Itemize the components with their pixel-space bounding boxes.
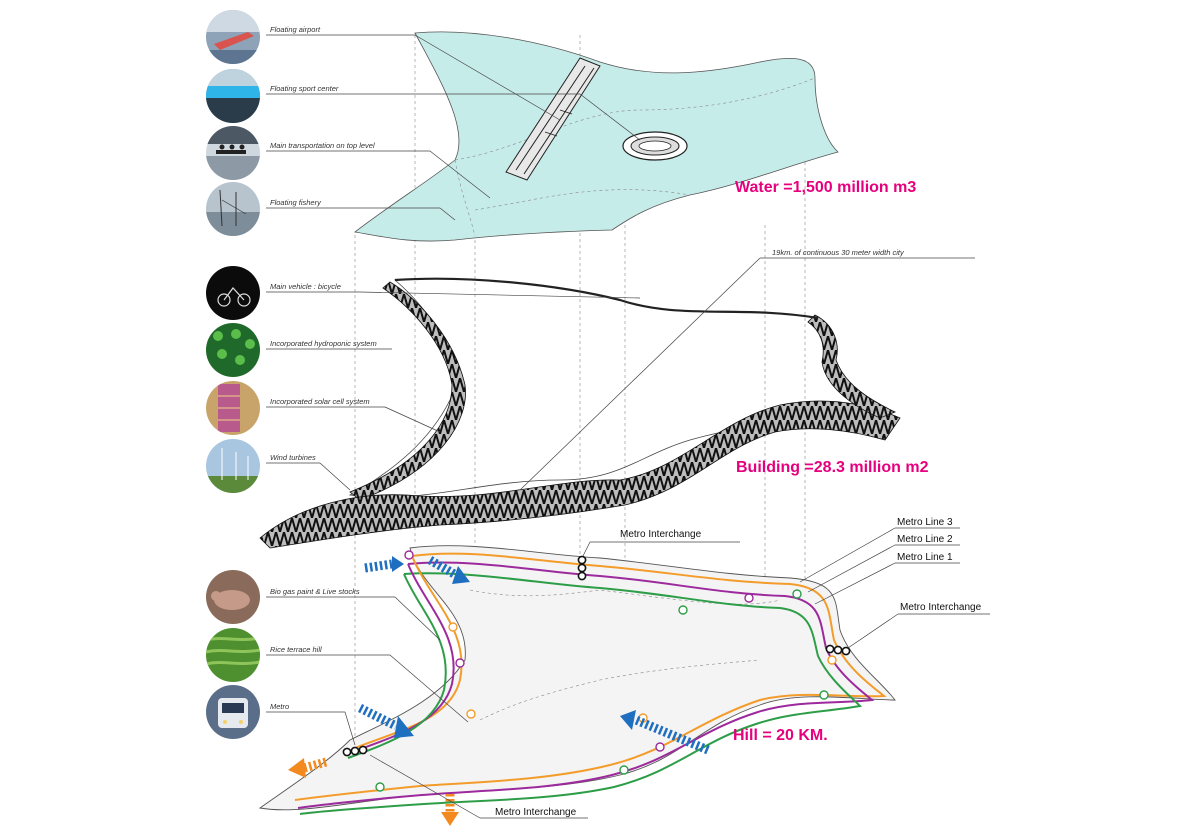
solar-cell-label: Incorporated solar cell system — [270, 397, 370, 406]
solar-cell-photo-icon — [206, 381, 260, 435]
rice-terrace-label: Rice terrace hill — [270, 645, 322, 654]
metro-line-legend: Metro Line 3 Metro Line 2 Metro Line 1 — [799, 517, 960, 605]
interchange-label-bottom: Metro Interchange — [495, 807, 577, 818]
building-band-right — [807, 314, 896, 419]
metro-line-1 — [299, 572, 863, 815]
metro-interchange-top — [577, 555, 587, 581]
livestock-photo-icon — [206, 570, 260, 624]
feature-bicycle: Main vehicle : bicycle — [206, 266, 641, 320]
building-area-stat: Building =28.3 million m2 — [736, 459, 929, 476]
floating-fishery-photo-icon — [206, 182, 260, 236]
metro-line-2-label: Metro Line 2 — [897, 534, 953, 545]
city-length-callout: 19km. of continuous 30 meter width city — [772, 248, 905, 257]
floating-airport-runway — [505, 57, 601, 181]
orange-flow-arrow-bottom — [441, 794, 459, 826]
metro-line-1-label: Metro Line 1 — [897, 552, 953, 563]
metro-stations — [375, 550, 837, 792]
water-surface — [354, 31, 839, 242]
hill-layer: Metro Line 3 Metro Line 2 Metro Line 1 M… — [258, 517, 990, 826]
interchange-label-right: Metro Interchange — [900, 602, 982, 613]
blue-flow-arrow-right — [620, 710, 710, 755]
building-band-bottom — [259, 400, 901, 549]
feature-metro: Metro — [206, 685, 356, 746]
wind-turbine-photo-icon — [206, 439, 260, 493]
blue-flow-arrow-left — [357, 703, 414, 738]
floating-sport-center-photo-icon — [206, 69, 260, 123]
feature-wind-turbines: Wind turbines — [206, 439, 351, 493]
floating-sport-center-stadium — [622, 131, 688, 161]
water-volume-stat: Water =1,500 million m3 — [735, 179, 916, 196]
hydroponic-label: Incorporated hydroponic system — [270, 339, 377, 348]
wind-turbines-label: Wind turbines — [270, 453, 316, 462]
hydroponic-photo-icon — [206, 323, 260, 377]
metro-line-2 — [297, 561, 875, 809]
metro-interchange-right — [825, 644, 851, 656]
metro-line-3-label: Metro Line 3 — [897, 517, 953, 528]
hill-length-stat: Hill = 20 KM. — [733, 727, 828, 744]
feature-solar-cell: Incorporated solar cell system — [206, 381, 441, 435]
orange-flow-arrow-left — [288, 757, 328, 778]
floating-airport-label: Floating airport — [270, 25, 321, 34]
blue-flow-arrow-top-left — [364, 556, 404, 573]
bio-gas-label: Bio gas paint & Live stocks — [270, 587, 360, 596]
floating-airport-photo-icon — [206, 10, 260, 64]
rice-terrace-photo-icon — [206, 628, 260, 682]
feature-floating-sport-center: Floating sport center — [206, 69, 641, 141]
metro-label: Metro — [270, 702, 289, 711]
building-layer: 19km. of continuous 30 meter width city … — [259, 248, 975, 549]
hill-terrain — [258, 545, 896, 811]
bicycle-photo-icon — [206, 266, 260, 320]
feature-main-transportation: Main transportation on top level — [206, 126, 491, 199]
building-band-left — [349, 281, 466, 501]
interchange-label-top: Metro Interchange — [620, 529, 702, 540]
metro-line-3 — [294, 552, 887, 801]
bicycle-label: Main vehicle : bicycle — [270, 282, 341, 291]
metro-train-photo-icon — [206, 685, 260, 739]
feature-bio-gas: Bio gas paint & Live stocks — [206, 570, 441, 641]
floating-fishery-label: Floating fishery — [270, 198, 322, 207]
boat-transport-photo-icon — [206, 126, 260, 180]
main-transportation-label: Main transportation on top level — [270, 141, 375, 150]
floating-sport-center-label: Floating sport center — [270, 84, 339, 93]
metro-interchange-bottom — [342, 745, 368, 757]
blue-flow-arrow-top-center — [427, 556, 470, 584]
feature-hydroponic: Incorporated hydroponic system — [206, 323, 392, 377]
